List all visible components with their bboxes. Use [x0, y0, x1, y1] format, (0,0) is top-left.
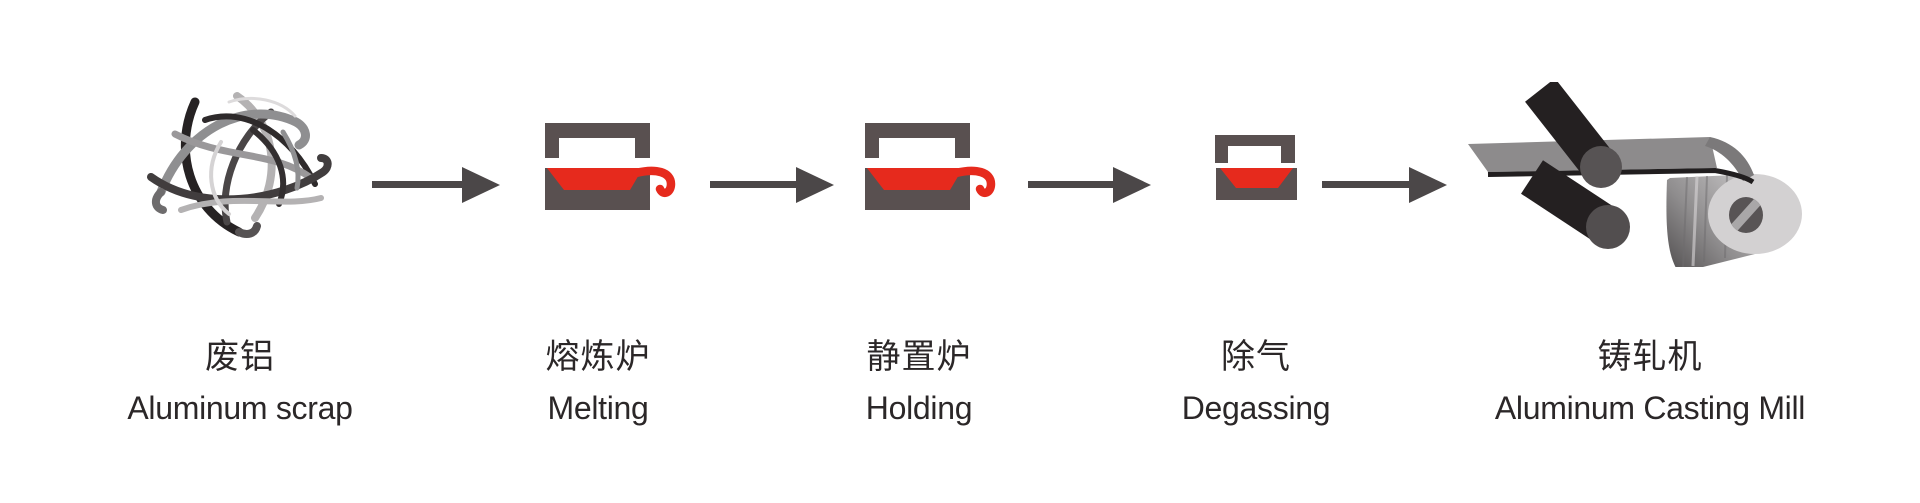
step-caption-aluminum-scrap: 废铝 Aluminum scrap	[127, 334, 353, 428]
step-caption-melting: 熔炼炉 Melting	[546, 334, 651, 428]
step-label-en: Holding	[865, 390, 973, 426]
step-label-zh: 静置炉	[866, 338, 972, 376]
step-label-zh: 熔炼炉	[545, 338, 651, 376]
degassing-furnace-icon	[1215, 135, 1297, 200]
step-label-zh: 废铝	[205, 338, 275, 376]
melting-furnace-icon	[545, 123, 676, 210]
flow-arrow-2	[710, 167, 834, 203]
step-caption-holding: 静置炉 Holding	[865, 334, 973, 428]
flow-arrow-3	[1028, 167, 1151, 203]
step-caption-casting-mill: 铸轧机 Aluminum Casting Mill	[1494, 334, 1806, 428]
holding-furnace-icon	[865, 123, 996, 210]
arrow-shaft	[1322, 181, 1413, 188]
arrow-head-icon	[1113, 167, 1151, 203]
arrow-shaft	[710, 181, 800, 188]
arrow-shaft	[1028, 181, 1117, 188]
step-label-en: Melting	[547, 390, 649, 426]
step-label-en: Degassing	[1181, 390, 1331, 426]
step-caption-degassing: 除气 Degassing	[1182, 334, 1331, 428]
arrow-head-icon	[1409, 167, 1447, 203]
casting-mill-icon	[1468, 82, 1802, 267]
arrow-head-icon	[462, 167, 500, 203]
step-label-zh: 铸轧机	[1597, 338, 1703, 376]
arrow-shaft	[372, 181, 466, 188]
aluminum-scrap-icon	[147, 92, 332, 238]
step-label-en: Aluminum Casting Mill	[1494, 390, 1806, 426]
step-label-zh: 除气	[1220, 338, 1291, 376]
step-label-en: Aluminum scrap	[127, 390, 353, 426]
flow-arrow-4	[1322, 167, 1447, 203]
arrow-head-icon	[796, 167, 834, 203]
flow-arrow-1	[372, 167, 500, 203]
